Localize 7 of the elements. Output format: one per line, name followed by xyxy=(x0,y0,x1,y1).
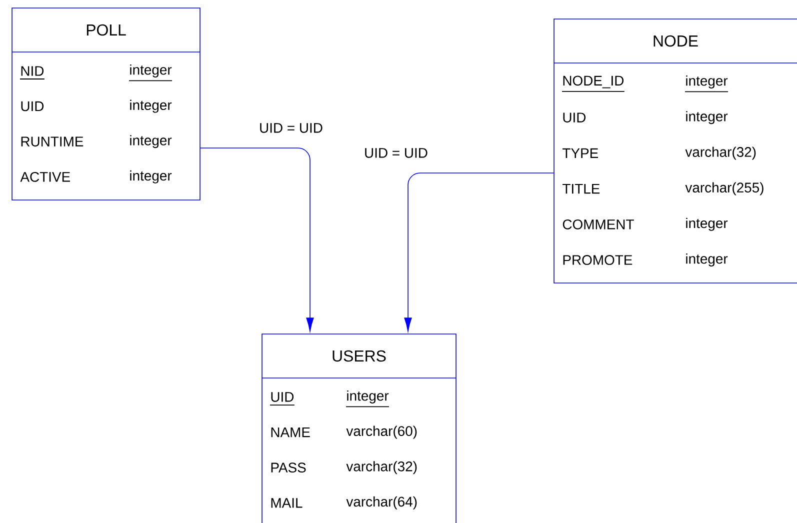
entity-table: NODE NODE_ID integer UID integer TYPE varchar(32) TITLE varchar(255) COMMENT integer PROMOTE integer xyxy=(554,18,797,284)
entity-table: USERS UID integer NAME varchar(60) PASS varchar(32) MAIL varchar(64) xyxy=(262,334,456,523)
edge-label: UID = UID xyxy=(363,147,429,159)
edge-label: UID = UID xyxy=(258,122,324,134)
relationship-arrow xyxy=(200,148,314,332)
entity-table: POLL NID integer UID integer RUNTIME integer ACTIVE integer xyxy=(12,8,200,200)
relationship-arrow xyxy=(404,172,554,332)
